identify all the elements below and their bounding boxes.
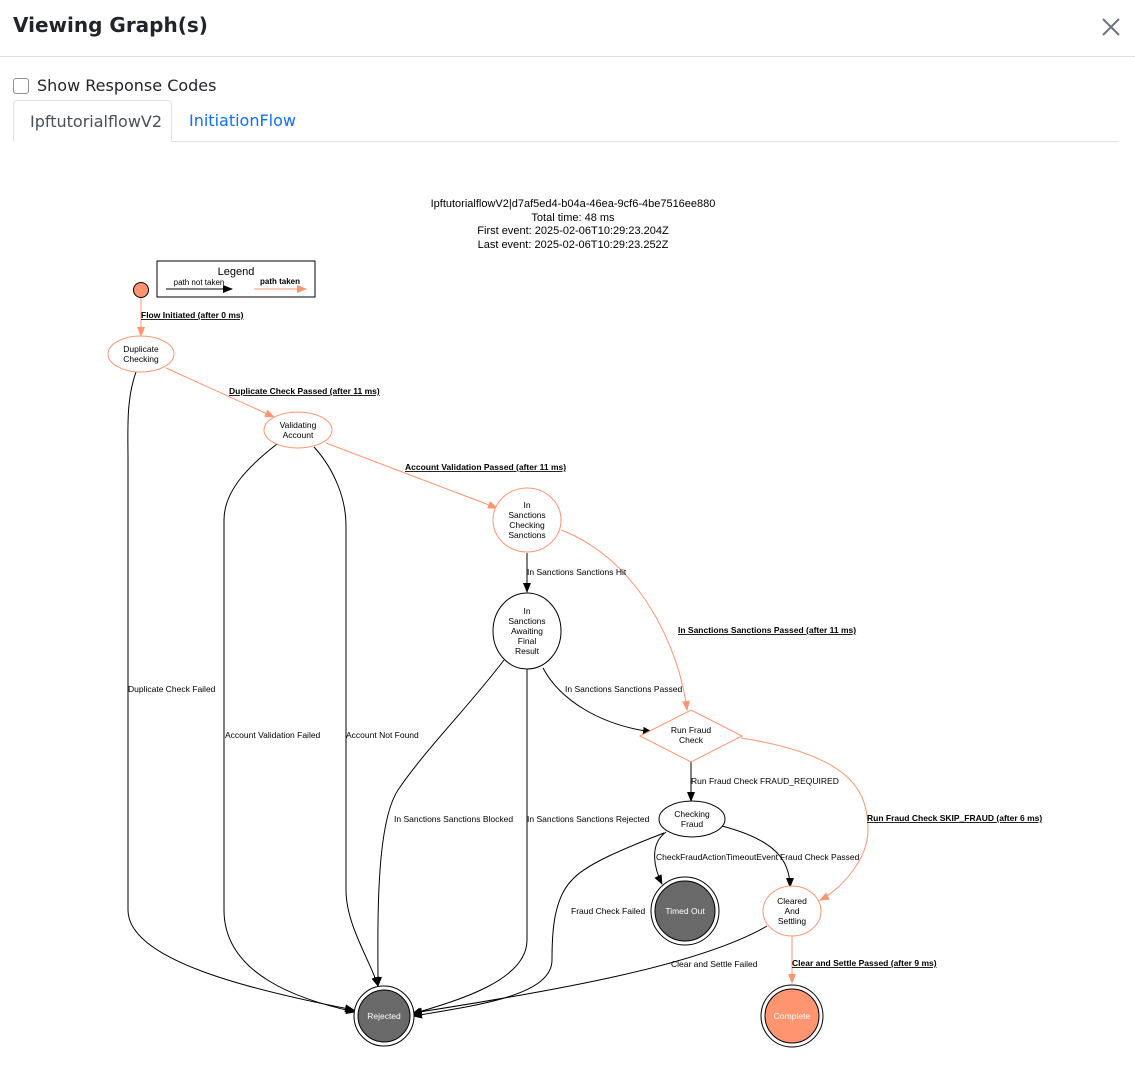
node-label: In	[523, 606, 530, 616]
show-response-codes-label[interactable]: Show Response Codes	[37, 76, 217, 95]
node-label: Rejected	[367, 1011, 401, 1021]
node-label: Settling	[778, 916, 807, 926]
node-label: Awaiting	[511, 626, 543, 636]
node-checking-fraud[interactable]: Checking Fraud	[658, 800, 726, 838]
edge-label-sanctions-blocked: In Sanctions Sanctions Blocked	[394, 814, 513, 824]
edge-label-clear-settle-failed: Clear and Settle Failed	[671, 959, 758, 969]
flow-tabs: IpftutorialflowV2 InitiationFlow	[13, 100, 1119, 142]
edge-label-sanctions-passed-taken: In Sanctions Sanctions Passed (after 11 …	[678, 625, 856, 635]
modal-title: Viewing Graph(s)	[13, 13, 208, 37]
tab-ipftutorialflowv2[interactable]: IpftutorialflowV2	[13, 100, 172, 142]
edge-label-flow-initiated: Flow Initiated (after 0 ms)	[141, 310, 244, 320]
node-complete[interactable]: Complete	[760, 984, 824, 1048]
edge-label-fraud-timeout: CheckFraudActionTimeoutEvent	[656, 852, 779, 862]
legend: Legend path not taken path taken	[156, 260, 316, 298]
node-timed-out[interactable]: Timed Out	[650, 876, 720, 946]
edge-label-fraud-required: Run Fraud Check FRAUD_REQUIRED	[691, 776, 839, 786]
graph-title: IpftutorialflowV2|d7af5ed4-b04a-46ea-9cf…	[431, 198, 716, 210]
node-cleared-and-settling[interactable]: Cleared And Settling	[762, 885, 822, 937]
start-node[interactable]	[133, 282, 149, 298]
show-response-codes-option[interactable]: Show Response Codes	[13, 76, 216, 95]
flow-graph: IpftutorialflowV2|d7af5ed4-b04a-46ea-9cf…	[107, 198, 1042, 1048]
edge-fraud-check-passed	[721, 825, 794, 888]
edge-account-not-found	[313, 446, 380, 987]
edge-label-fraud-check-passed: Fraud Check Passed	[780, 852, 860, 862]
node-label: Run Fraud	[671, 725, 711, 735]
node-label: Check	[679, 735, 704, 745]
edge-label-account-validation-failed: Account Validation Failed	[225, 730, 321, 740]
legend-taken-label: path taken	[260, 277, 300, 286]
node-label: Sanctions	[508, 616, 545, 626]
edge-label-fraud-skip: Run Fraud Check SKIP_FRAUD (after 6 ms)	[867, 813, 1042, 823]
node-label: Duplicate	[123, 344, 159, 354]
node-run-fraud-check[interactable]: Run Fraud Check	[638, 709, 744, 763]
edge-duplicate-check-passed	[165, 367, 275, 418]
node-label: Result	[515, 646, 540, 656]
node-label: Fraud	[681, 819, 703, 829]
modal-header: Viewing Graph(s)	[0, 0, 1135, 57]
edge-label-clear-settle-passed: Clear and Settle Passed (after 9 ms)	[792, 958, 937, 968]
node-label: Sanctions	[508, 510, 545, 520]
edge-fraud-skip	[740, 737, 869, 901]
node-in-sanctions-awaiting[interactable]: In Sanctions Awaiting Final Result	[492, 592, 562, 670]
show-response-codes-checkbox[interactable]	[13, 77, 29, 94]
edge-sanctions-passed-taken	[560, 529, 690, 711]
node-label: Checking	[123, 354, 159, 364]
node-label: Complete	[774, 1011, 811, 1021]
node-validating-account[interactable]: Validating Account	[263, 411, 333, 449]
node-label: Final	[518, 636, 537, 646]
legend-title: Legend	[218, 266, 255, 278]
edge-fraud-timeout	[654, 831, 667, 885]
edge-sanctions-blocked	[373, 659, 505, 987]
graph-last-event: Last event: 2025-02-06T10:29:23.252Z	[478, 239, 669, 251]
edge-label-sanctions-passed: In Sanctions Sanctions Passed	[565, 684, 682, 694]
edge-label-account-not-found: Account Not Found	[346, 730, 419, 740]
tab-initiationflow[interactable]: InitiationFlow	[189, 111, 296, 130]
node-label: Sanctions	[508, 530, 545, 540]
edge-fraud-check-failed	[412, 832, 665, 1019]
edge-label-account-validation-passed: Account Validation Passed (after 11 ms)	[405, 462, 566, 472]
legend-not-taken-label: path not taken	[174, 278, 225, 287]
edge-label-fraud-check-failed: Fraud Check Failed	[571, 906, 645, 916]
graph-total-time: Total time: 48 ms	[531, 212, 615, 224]
edge-clear-settle-failed	[412, 925, 768, 1016]
node-label: And	[784, 906, 799, 916]
node-label: Validating	[280, 420, 317, 430]
node-label: Account	[283, 430, 314, 440]
edge-sanctions-passed	[542, 667, 653, 735]
graph-first-event: First event: 2025-02-06T10:29:23.204Z	[477, 225, 669, 237]
node-label: Checking	[509, 520, 545, 530]
edge-duplicate-check-failed	[127, 371, 355, 1013]
edge-label-duplicate-check-failed: Duplicate Check Failed	[128, 684, 216, 694]
node-label: In	[523, 500, 530, 510]
edge-account-validation-passed	[325, 442, 498, 509]
node-duplicate-checking[interactable]: Duplicate Checking	[107, 335, 175, 373]
edge-label-sanctions-hit: In Sanctions Sanctions Hit	[527, 567, 627, 577]
edge-account-validation-failed	[223, 443, 356, 1014]
node-label: Timed Out	[665, 906, 705, 916]
edge-label-sanctions-rejected: In Sanctions Sanctions Rejected	[527, 814, 650, 824]
edge-label-duplicate-check-passed: Duplicate Check Passed (after 11 ms)	[229, 386, 380, 396]
node-in-sanctions-checking[interactable]: In Sanctions Checking Sanctions	[492, 487, 562, 553]
edge-sanctions-rejected	[411, 668, 528, 1016]
close-icon[interactable]	[1100, 16, 1122, 38]
node-label: Cleared	[777, 896, 807, 906]
node-rejected[interactable]: Rejected	[353, 985, 415, 1047]
node-label: Checking	[674, 809, 710, 819]
